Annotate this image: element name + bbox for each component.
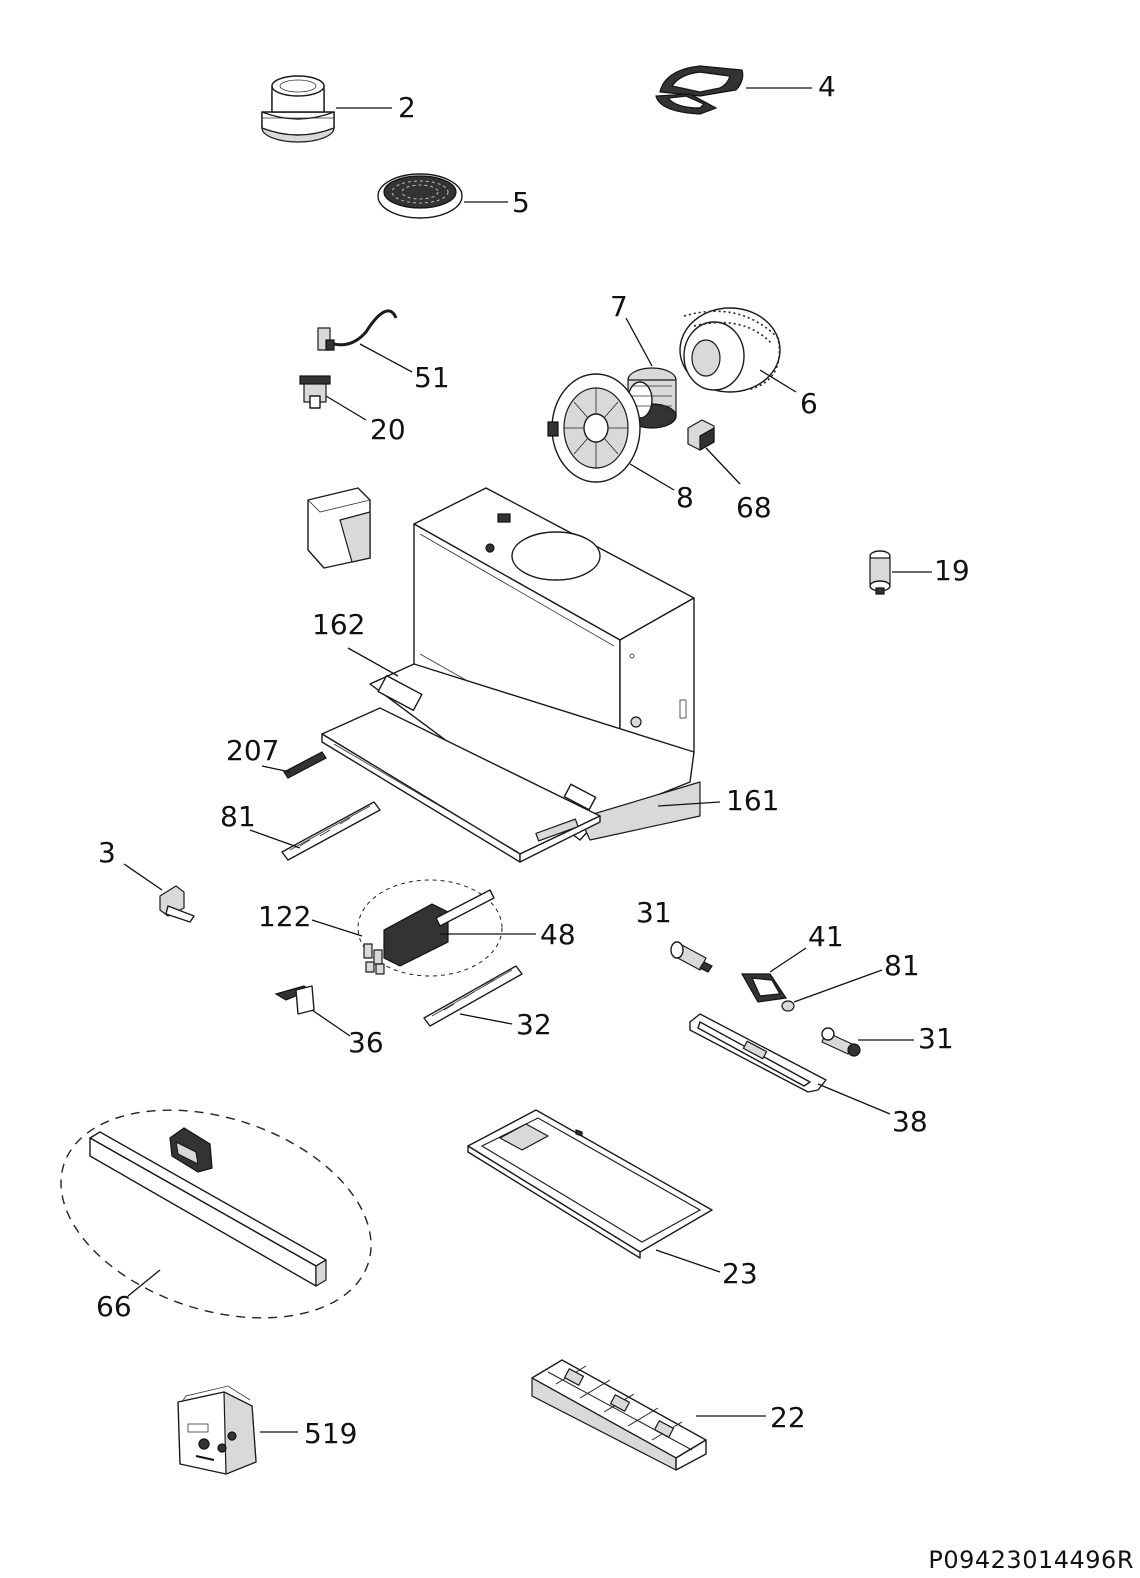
extension-tray	[321, 663, 701, 863]
group-122-outline	[357, 879, 503, 977]
part-8-fan-housing	[547, 373, 641, 483]
callout-207: 207	[226, 734, 279, 767]
callout-38: 38	[892, 1105, 928, 1138]
callout-32: 81	[884, 949, 920, 982]
part-68-capacitor	[687, 419, 715, 452]
callout-6: 6	[800, 387, 818, 420]
callout-31-upper: 31	[636, 896, 672, 929]
part-6-blower-wheel	[679, 307, 781, 393]
callout-161: 161	[726, 784, 779, 817]
callout-41: 36	[348, 1026, 384, 1059]
callout-162: 162	[312, 608, 365, 641]
part-2-duct-connector	[261, 75, 335, 143]
part-23-filter-panel	[467, 1109, 713, 1259]
part-207-spring	[283, 751, 327, 779]
part-19-lamp	[869, 550, 891, 595]
part-22-carbon-filter	[531, 1359, 707, 1471]
part-20-lamp-holder	[299, 375, 331, 409]
callout-20: 20	[370, 413, 406, 446]
group-66-outline	[60, 1109, 372, 1319]
part-4-split-cover	[655, 65, 744, 115]
part-519-hardware-bag	[177, 1385, 257, 1475]
callout-66: 66	[96, 1290, 132, 1323]
part-32-connector	[781, 1000, 795, 1012]
callout-48: 48	[540, 918, 576, 951]
callout-36: 41	[808, 920, 844, 953]
side-bracket	[307, 487, 371, 569]
part-31-bulb-lower	[821, 1027, 861, 1057]
callout-81-upper: 81	[220, 800, 256, 833]
part-36-lamp-holder	[740, 973, 788, 1003]
callout-8: 8	[676, 481, 694, 514]
callout-68: 68	[736, 491, 772, 524]
part-66-front-trim	[89, 1127, 327, 1287]
part-38-lamp-frame	[689, 1013, 827, 1093]
callout-2: 2	[398, 91, 416, 124]
document-code: P09423014496R	[928, 1546, 1134, 1574]
callout-81-lower: 32	[516, 1008, 552, 1041]
part-81-slide-rail-lower	[423, 965, 523, 1027]
callout-5: 5	[512, 186, 530, 219]
part-3-clip	[159, 885, 195, 923]
part-48-switch	[363, 889, 495, 975]
callout-51: 51	[414, 361, 450, 394]
part-41-clip	[274, 985, 315, 1015]
callout-3: 3	[98, 836, 116, 869]
callout-7: 7	[610, 290, 628, 323]
callout-519: 519	[304, 1417, 357, 1450]
callout-122: 122	[258, 900, 311, 933]
callout-19: 19	[934, 554, 970, 587]
part-5-round-filter	[377, 173, 463, 219]
callout-4: 4	[818, 70, 836, 103]
part-51-cable	[317, 309, 398, 351]
callout-23: 23	[722, 1257, 758, 1290]
callout-31-lower: 31	[918, 1022, 954, 1055]
part-31-bulb-upper	[670, 941, 713, 973]
part-81-slide-rail-upper	[281, 801, 381, 861]
callout-22: 22	[770, 1401, 806, 1434]
